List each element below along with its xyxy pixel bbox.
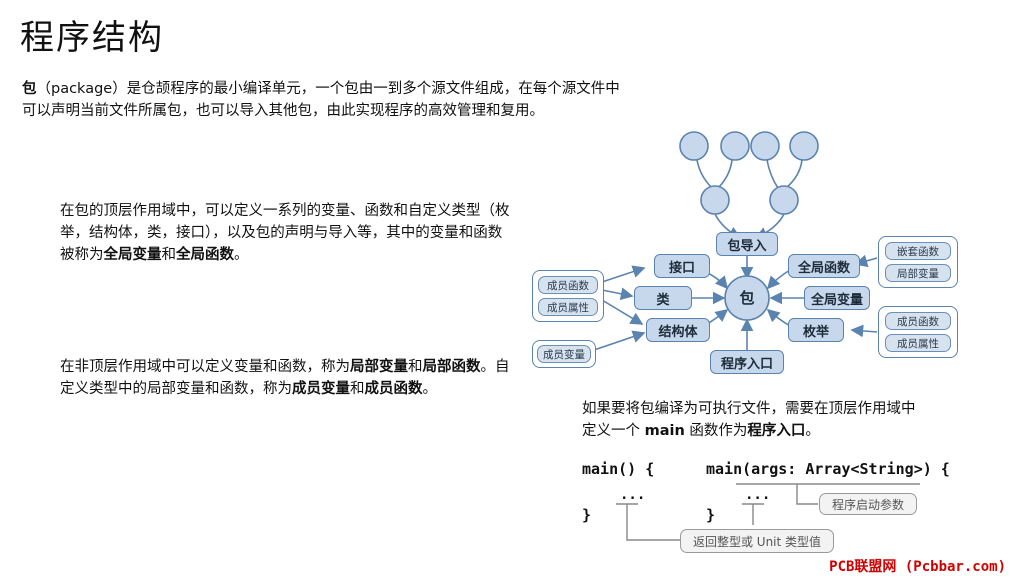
local-t4: 和 [350, 381, 365, 397]
diagram-edges [593, 131, 878, 351]
watermark: PCB联盟网 (Pcbbar.com) [829, 559, 1006, 575]
edge-leaf1 [696, 159, 713, 189]
node-global-var: 全局变量 [804, 286, 870, 310]
mid-circle-2 [769, 185, 799, 215]
package-structure-diagram: 包 包导入 接口 类 结构体 程序入口 全局函数 全局变量 枚举 成员函数 成员… [522, 128, 962, 378]
edge-membervar-struct [593, 330, 646, 351]
leaf-circle-3 [750, 131, 780, 161]
main-t3: 。 [805, 423, 820, 439]
edge-leaf2 [717, 159, 733, 189]
node-global-func: 全局函数 [788, 254, 860, 278]
node-class: 类 [634, 286, 692, 310]
local-t5: 。 [422, 381, 438, 397]
top-level-text: 在包的顶层作用域中，可以定义一系列的变量、函数和自定义类型（枚举，结构体，类，接… [60, 203, 510, 263]
global-func-term: 全局函数 [176, 247, 234, 263]
edge-enum-center [766, 308, 791, 327]
edge-leftgroup-interface [601, 265, 646, 283]
left-group-item-1: 成员函数 [538, 276, 598, 294]
leaf-circle-2 [720, 131, 750, 161]
code-main-simple-close: } [582, 506, 592, 524]
main-t2: 函数作为 [684, 423, 748, 439]
local-func-term: 局部函数 [422, 359, 481, 375]
top-level-end: 。 [234, 247, 249, 263]
member-var-term: 成员变量 [292, 381, 350, 397]
program-entry-term: 程序入口 [747, 423, 806, 439]
node-struct: 结构体 [646, 318, 710, 342]
leaf-circle-4 [789, 131, 819, 161]
right-bottom-item-2: 成员属性 [885, 334, 951, 352]
edge-leftgroup-struct [601, 299, 644, 325]
left-group-item-2: 成员属性 [538, 298, 598, 316]
local-t2: 和 [408, 359, 423, 375]
package-center-label: 包 [739, 289, 755, 307]
local-t1: 在非顶层作用域中可以定义变量和函数，称为 [60, 359, 350, 375]
node-program-entry: 程序入口 [710, 350, 784, 374]
code-main-simple-body: ... [620, 487, 646, 503]
main-t1: 如果要将包编译为可执行文件，需要在顶层作用域中定义一个 [582, 401, 916, 439]
code-main-args-body: ... [745, 487, 771, 503]
intro-bold-term: 包 [22, 81, 37, 97]
code-annotation-lines [616, 483, 920, 541]
note-startup-args: 程序启动参数 [819, 493, 917, 515]
intro-paragraph: 包（package）是仓颉程序的最小编译单元，一个包由一到多个源文件组成，在每个… [22, 78, 742, 122]
top-level-paragraph: 在包的顶层作用域中，可以定义一系列的变量、函数和自定义类型（枚举，结构体，类，接… [60, 200, 515, 266]
leaf-circle-1 [679, 131, 709, 161]
right-top-item-2: 局部变量 [885, 264, 951, 282]
intro-line2: 可以声明当前文件所属包，也可以导入其他包，由此实现程序的高效管理和复用。 [22, 103, 544, 119]
local-var-term: 局部变量 [350, 359, 408, 375]
edge-globalfunc-center [766, 269, 791, 290]
node-enum: 枚举 [788, 318, 844, 342]
member-func-term: 成员函数 [364, 381, 423, 397]
code-main-args: main(args: Array<String>) { [706, 460, 950, 478]
package-center-node [724, 275, 770, 321]
local-scope-paragraph: 在非顶层作用域中可以定义变量和函数，称为局部变量和局部函数。自定义类型中的局部变… [60, 356, 515, 400]
top-level-and: 和 [161, 247, 177, 263]
edge-leftgroup-class [601, 287, 634, 301]
intro-line1: （package）是仓颉程序的最小编译单元，一个包由一到多个源文件组成，在每个源… [36, 81, 620, 97]
code-main-args-close: } [706, 506, 716, 524]
main-entry-paragraph: 如果要将包编译为可执行文件，需要在顶层作用域中定义一个 main 函数作为程序入… [582, 398, 927, 442]
page-title: 程序结构 [20, 18, 164, 58]
note-return-type: 返回整型或 Unit 类型值 [680, 529, 834, 553]
mid-circle-1 [700, 185, 730, 215]
global-var-term: 全局变量 [103, 247, 162, 263]
node-import: 包导入 [716, 232, 778, 256]
args-connector [796, 484, 818, 505]
return-connector-1 [626, 504, 680, 541]
edge-leaf4 [785, 159, 803, 189]
code-main-simple: main() { [582, 460, 655, 478]
right-top-item-1: 嵌套函数 [885, 242, 951, 260]
right-bottom-item-1: 成员函数 [885, 312, 951, 330]
edge-rightgroup-enum [850, 324, 878, 338]
node-interface: 接口 [654, 254, 710, 278]
edge-leaf3 [766, 159, 779, 189]
main-keyword: main [644, 423, 685, 439]
local-t3: 。自定义类型中的局部变量和函数，称为 [60, 359, 510, 397]
left-bottom-item-1: 成员变量 [537, 345, 591, 363]
